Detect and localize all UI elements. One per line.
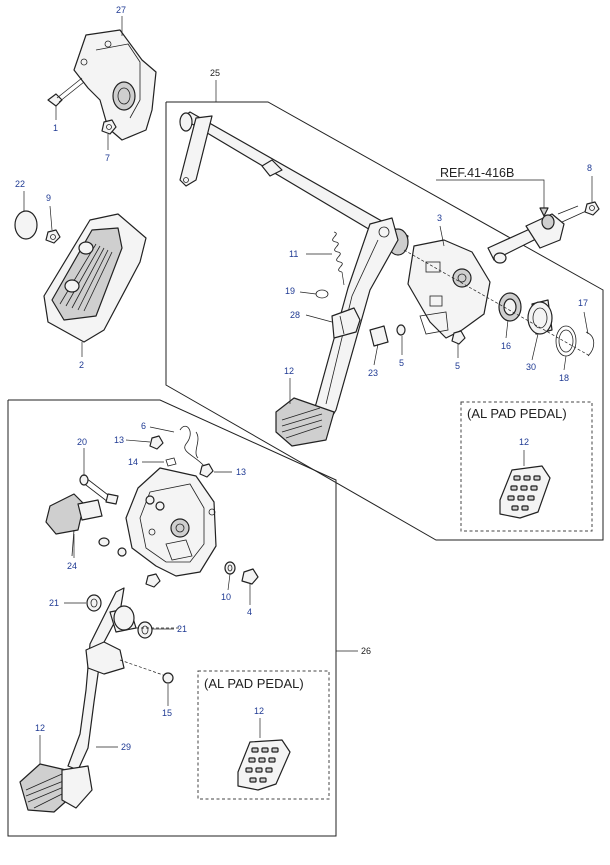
- callout-4: 4: [247, 607, 252, 617]
- callout-26: 26: [361, 646, 371, 656]
- callout-6: 6: [141, 421, 146, 431]
- upper-assembly-frame: [165, 101, 604, 541]
- lower-assembly-frame: [7, 399, 337, 837]
- nut-part-8: [584, 201, 600, 216]
- nut-part-lower-small: [117, 547, 127, 557]
- stopper-part-28: [331, 307, 361, 339]
- bushing-part-21-b: [137, 621, 153, 639]
- nut-part-15: [162, 672, 174, 684]
- al-pad-pedal-lower: [237, 739, 291, 791]
- assembly-axis-upper: [403, 249, 591, 357]
- pedal-pad-part-12-lower: [19, 763, 93, 813]
- callout-12-al-upper: 12: [519, 437, 529, 447]
- callout-14: 14: [128, 457, 138, 467]
- callout-13-a: 13: [114, 435, 124, 445]
- callout-15: 15: [162, 708, 172, 718]
- callout-29: 29: [121, 742, 131, 752]
- callout-21-b: 21: [177, 624, 187, 634]
- callout-5-b: 5: [455, 361, 460, 371]
- shaft-part-25: [179, 111, 409, 256]
- callout-1: 1: [53, 123, 58, 133]
- bushing-part-21-a: [86, 594, 102, 612]
- bolt-part-20: [79, 474, 119, 505]
- spring-part-6: [179, 425, 213, 471]
- callout-19: 19: [285, 286, 295, 296]
- callout-28: 28: [290, 310, 300, 320]
- al-pad-pedal-box-lower: [197, 670, 330, 800]
- clip-part-14: [165, 457, 177, 467]
- callout-24: 24: [67, 561, 77, 571]
- nut-part-5-b: [451, 330, 466, 345]
- bolt-part-1: [47, 77, 85, 107]
- spring-part-11: [332, 231, 345, 286]
- nut-part-13-b: [199, 463, 214, 478]
- callout-3: 3: [437, 213, 442, 223]
- ref-label: REF.41-416B: [440, 166, 514, 180]
- pedal-pad-part-12-upper: [275, 397, 335, 447]
- switch-part-24: [45, 493, 110, 557]
- al-pad-label-lower: (AL PAD PEDAL): [204, 676, 304, 691]
- callout-20: 20: [77, 437, 87, 447]
- nut-part-13-a: [149, 435, 164, 450]
- washer-part-5-a: [396, 324, 406, 336]
- al-pad-pedal-box-upper: [460, 401, 593, 532]
- washer-part-10: [224, 561, 236, 575]
- leader-lines: [23, 16, 593, 764]
- nut-part-7: [101, 119, 117, 135]
- callout-2: 2: [79, 360, 84, 370]
- callout-12-lower: 12: [35, 723, 45, 733]
- pedal-arm-part-29: [67, 587, 180, 771]
- callout-25: 25: [210, 68, 220, 78]
- callout-21-a: 21: [49, 598, 59, 608]
- nut-part-lower-bottom: [145, 573, 161, 588]
- callout-23: 23: [368, 368, 378, 378]
- pedal-pad-part-2: [43, 213, 147, 343]
- callout-17: 17: [578, 298, 588, 308]
- ring-part-18: [555, 325, 577, 357]
- callout-12-upper: 12: [284, 366, 294, 376]
- master-cylinder-linkage: [487, 205, 591, 264]
- nut-part-4: [241, 568, 259, 585]
- nut-part-9: [45, 229, 61, 244]
- pedal-bracket-lower: [125, 467, 217, 577]
- bushing-part-16: [498, 292, 522, 322]
- callout-12-al-lower: 12: [254, 706, 264, 716]
- al-pad-label-upper: (AL PAD PEDAL): [467, 406, 567, 421]
- pedal-bracket-part-3: [407, 239, 491, 339]
- cap-part-22: [14, 210, 38, 240]
- callout-5-a: 5: [399, 358, 404, 368]
- callout-10: 10: [221, 592, 231, 602]
- switch-part-23: [369, 325, 389, 347]
- callout-27: 27: [116, 5, 126, 15]
- sleeve-part-30: [527, 299, 553, 335]
- callout-13-b: 13: [236, 467, 246, 477]
- bracket-part-27: [73, 29, 157, 141]
- clip-part-19: [315, 289, 329, 299]
- al-pad-pedal-upper: [499, 465, 551, 519]
- callout-22: 22: [15, 179, 25, 189]
- callout-11: 11: [289, 249, 298, 259]
- callout-9: 9: [46, 193, 51, 203]
- callout-16: 16: [501, 341, 511, 351]
- callout-7: 7: [105, 153, 110, 163]
- callout-18: 18: [559, 373, 569, 383]
- callout-30: 30: [526, 362, 536, 372]
- callout-8: 8: [587, 163, 592, 173]
- snap-ring-part-17: [585, 331, 595, 357]
- callout-labels: 27 25 1 7 22 9 2 8 3 11 19 28 12 23 5 5 …: [15, 5, 592, 752]
